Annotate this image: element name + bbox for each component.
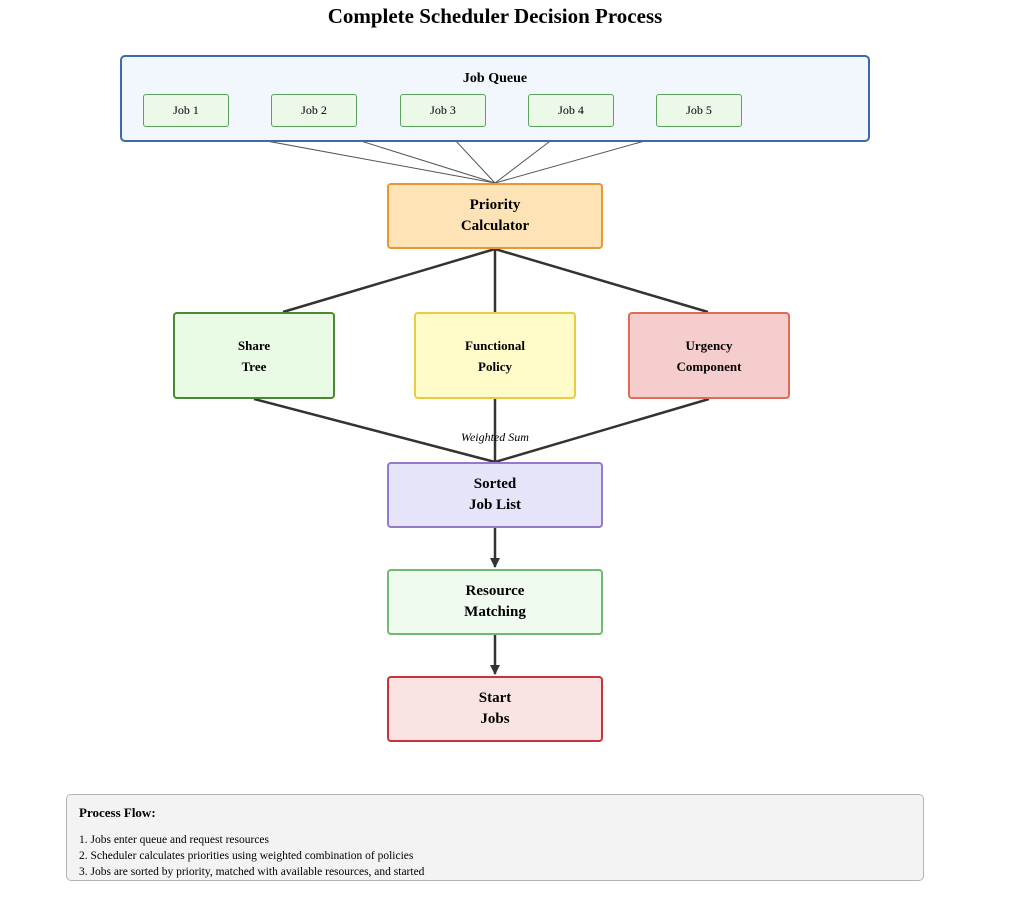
job-5-node: Job 5 [656, 94, 742, 127]
node-label-line: Tree [241, 358, 267, 374]
sorted-job-list-node: Sorted Job List [387, 462, 603, 528]
job-queue-group: Job Queue Job 1 Job 2 Job 3 Job 4 Job 5 [120, 55, 870, 142]
job-2-node: Job 2 [271, 94, 357, 127]
start-jobs-node: Start Jobs [387, 676, 603, 742]
node-label-line: Sorted [473, 476, 517, 492]
node-label-line: Component [676, 358, 742, 374]
process-flow-title: Process Flow: [79, 805, 156, 820]
edge-share-sorted [253, 397, 496, 464]
edge-priority-urgency [494, 247, 709, 314]
node-label-line: Matching [464, 604, 526, 620]
process-flow-box: Process Flow: 1. Jobs enter queue and re… [66, 794, 924, 881]
process-flow-step: 1. Jobs enter queue and request resource… [79, 834, 270, 846]
node-label-line: Resource [465, 583, 525, 599]
process-flow-step: 2. Scheduler calculates priorities using… [79, 850, 414, 862]
job-queue-title: Job Queue [462, 71, 528, 86]
share-tree-node: Share Tree [173, 312, 335, 399]
job-1-node: Job 1 [143, 94, 229, 127]
node-label-line: Urgency [685, 337, 733, 353]
node-label-line: Share [237, 337, 271, 353]
node-label-line: Job List [468, 497, 522, 513]
edge-urgency-sorted [494, 397, 710, 464]
process-flow-step: 3. Jobs are sorted by priority, matched … [79, 866, 425, 878]
node-label-line: Jobs [480, 711, 510, 727]
job-3-node: Job 3 [400, 94, 486, 127]
node-label-line: Priority [469, 197, 521, 213]
job-4-node: Job 4 [528, 94, 614, 127]
diagram-title: Complete Scheduler Decision Process [327, 4, 663, 28]
node-label-line: Functional [465, 337, 525, 353]
urgency-component-node: Urgency Component [628, 312, 790, 399]
node-label-line: Start [478, 690, 512, 706]
node-label-line: Calculator [460, 218, 530, 234]
resource-matching-node: Resource Matching [387, 569, 603, 635]
functional-policy-node: Functional Policy [414, 312, 576, 399]
priority-calculator-node: Priority Calculator [387, 183, 603, 249]
edge-priority-share [282, 247, 496, 314]
node-label-line: Policy [478, 358, 512, 374]
weighted-sum-label: Weighted Sum [461, 430, 529, 444]
